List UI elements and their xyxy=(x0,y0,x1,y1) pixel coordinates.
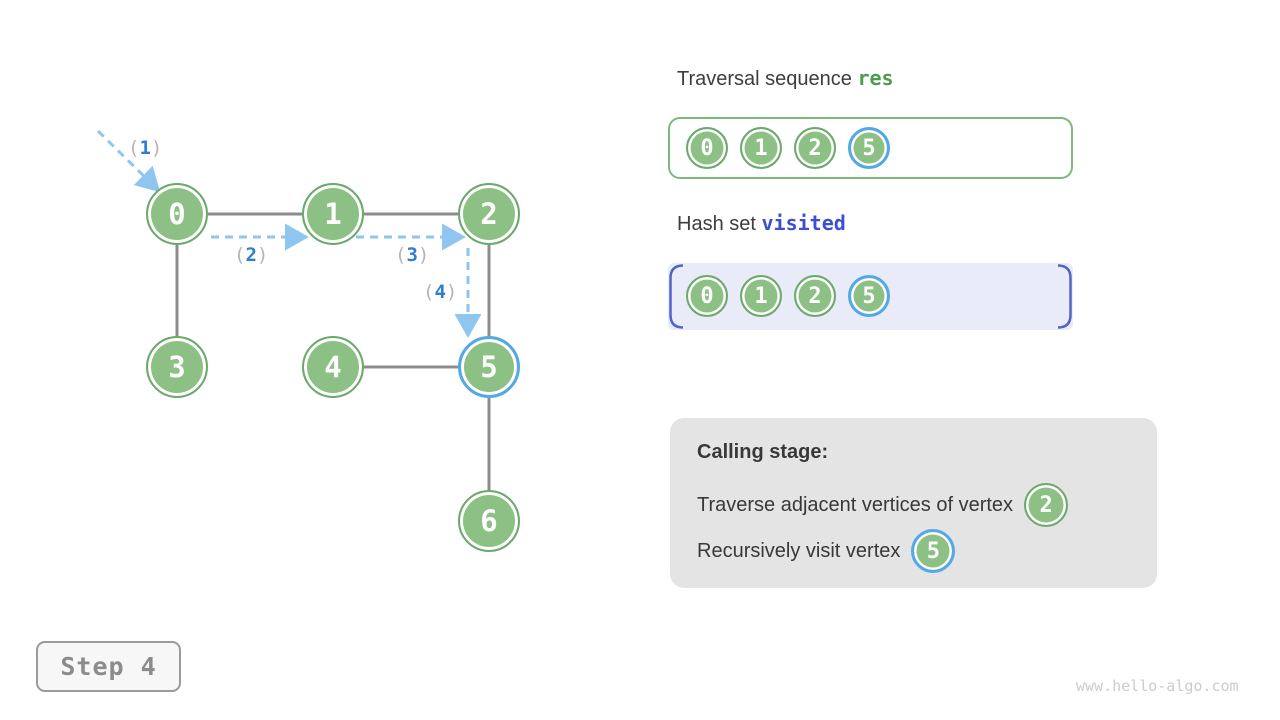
traversal-arrows xyxy=(96,129,482,338)
node-label: 4 xyxy=(324,350,342,384)
paren-close: ) xyxy=(256,244,269,266)
arrow-number: 2 xyxy=(245,244,257,266)
visited-item-5-current: 5 xyxy=(848,275,890,317)
paren-close: ) xyxy=(417,244,430,266)
res-item-5-current: 5 xyxy=(848,127,890,169)
graph-node-1: 1 xyxy=(302,183,364,245)
paren-open: ( xyxy=(234,244,246,266)
node-label: 3 xyxy=(168,350,186,384)
visited-title-text: Hash set xyxy=(677,213,762,235)
step-label: Step 4 xyxy=(60,652,157,681)
set-brackets xyxy=(669,264,1072,329)
paren-close: ) xyxy=(150,137,163,159)
calling-stage-line-1: Traverse adjacent vertices of vertex 2 xyxy=(697,483,1069,527)
node-label: 6 xyxy=(480,504,498,538)
chip-label: 1 xyxy=(754,135,768,161)
res-item-0: 0 xyxy=(686,127,728,169)
paren-open: ( xyxy=(128,137,140,159)
res-title-text: Traversal sequence xyxy=(677,68,858,90)
visited-item-0: 0 xyxy=(686,275,728,317)
chip-label: 5 xyxy=(862,135,876,161)
visited-panel-title: Hash set visited xyxy=(677,211,846,236)
arrow-label-3: (3) xyxy=(395,244,429,266)
calling-vertex-2-chip: 2 xyxy=(1024,483,1069,527)
visited-item-2: 2 xyxy=(794,275,836,317)
paren-open: ( xyxy=(395,244,407,266)
res-panel-title: Traversal sequence res xyxy=(677,66,894,91)
chip-label: 5 xyxy=(862,283,876,309)
chip-label: 2 xyxy=(808,283,822,309)
paren-close: ) xyxy=(445,281,458,303)
arrow-label-4: (4) xyxy=(423,281,457,303)
graph-node-6: 6 xyxy=(458,490,520,552)
arrow-number: 3 xyxy=(406,244,418,266)
graph-edges-and-arrows xyxy=(96,129,491,521)
left-bracket-icon xyxy=(669,264,684,329)
arrow-number: 1 xyxy=(139,137,151,159)
arrow-label-1: (1) xyxy=(128,137,162,159)
visited-items-row: 0 1 2 5 xyxy=(686,275,890,317)
chip-label: 2 xyxy=(808,135,822,161)
graph-node-0: 0 xyxy=(146,183,208,245)
res-items-row: 0 1 2 5 xyxy=(686,127,890,169)
calling-vertex-5-chip: 5 xyxy=(911,529,956,573)
chip-label: 2 xyxy=(1039,492,1053,518)
calling-stage-line-2: Recursively visit vertex 5 xyxy=(697,529,956,573)
chip-label: 1 xyxy=(754,283,768,309)
res-code-label: res xyxy=(857,66,894,90)
node-label: 1 xyxy=(324,197,342,231)
arrow-label-2: (2) xyxy=(234,244,268,266)
visited-item-1: 1 xyxy=(740,275,782,317)
visited-code-label: visited xyxy=(761,211,846,235)
step-indicator: Step 4 xyxy=(36,641,181,692)
chip-label: 0 xyxy=(700,135,714,161)
graph-node-5-current: 5 xyxy=(458,336,520,398)
paren-open: ( xyxy=(423,281,435,303)
graph-node-2: 2 xyxy=(458,183,520,245)
calling-line-2-text: Recursively visit vertex xyxy=(697,539,901,562)
chip-label: 5 xyxy=(926,538,941,564)
node-label: 0 xyxy=(168,197,186,231)
res-item-2: 2 xyxy=(794,127,836,169)
node-label: 5 xyxy=(480,350,498,384)
calling-stage-box: Calling stage: Traverse adjacent vertice… xyxy=(670,418,1157,588)
graph-node-3: 3 xyxy=(146,336,208,398)
chip-label: 0 xyxy=(700,283,714,309)
node-label: 2 xyxy=(480,197,498,231)
arrow-number: 4 xyxy=(434,281,446,303)
right-bracket-icon xyxy=(1057,264,1072,329)
calling-line-1-text: Traverse adjacent vertices of vertex xyxy=(697,493,1014,516)
res-item-1: 1 xyxy=(740,127,782,169)
graph-node-4: 4 xyxy=(302,336,364,398)
calling-stage-title: Calling stage: xyxy=(697,441,829,463)
watermark: www.hello-algo.com xyxy=(1076,677,1239,695)
